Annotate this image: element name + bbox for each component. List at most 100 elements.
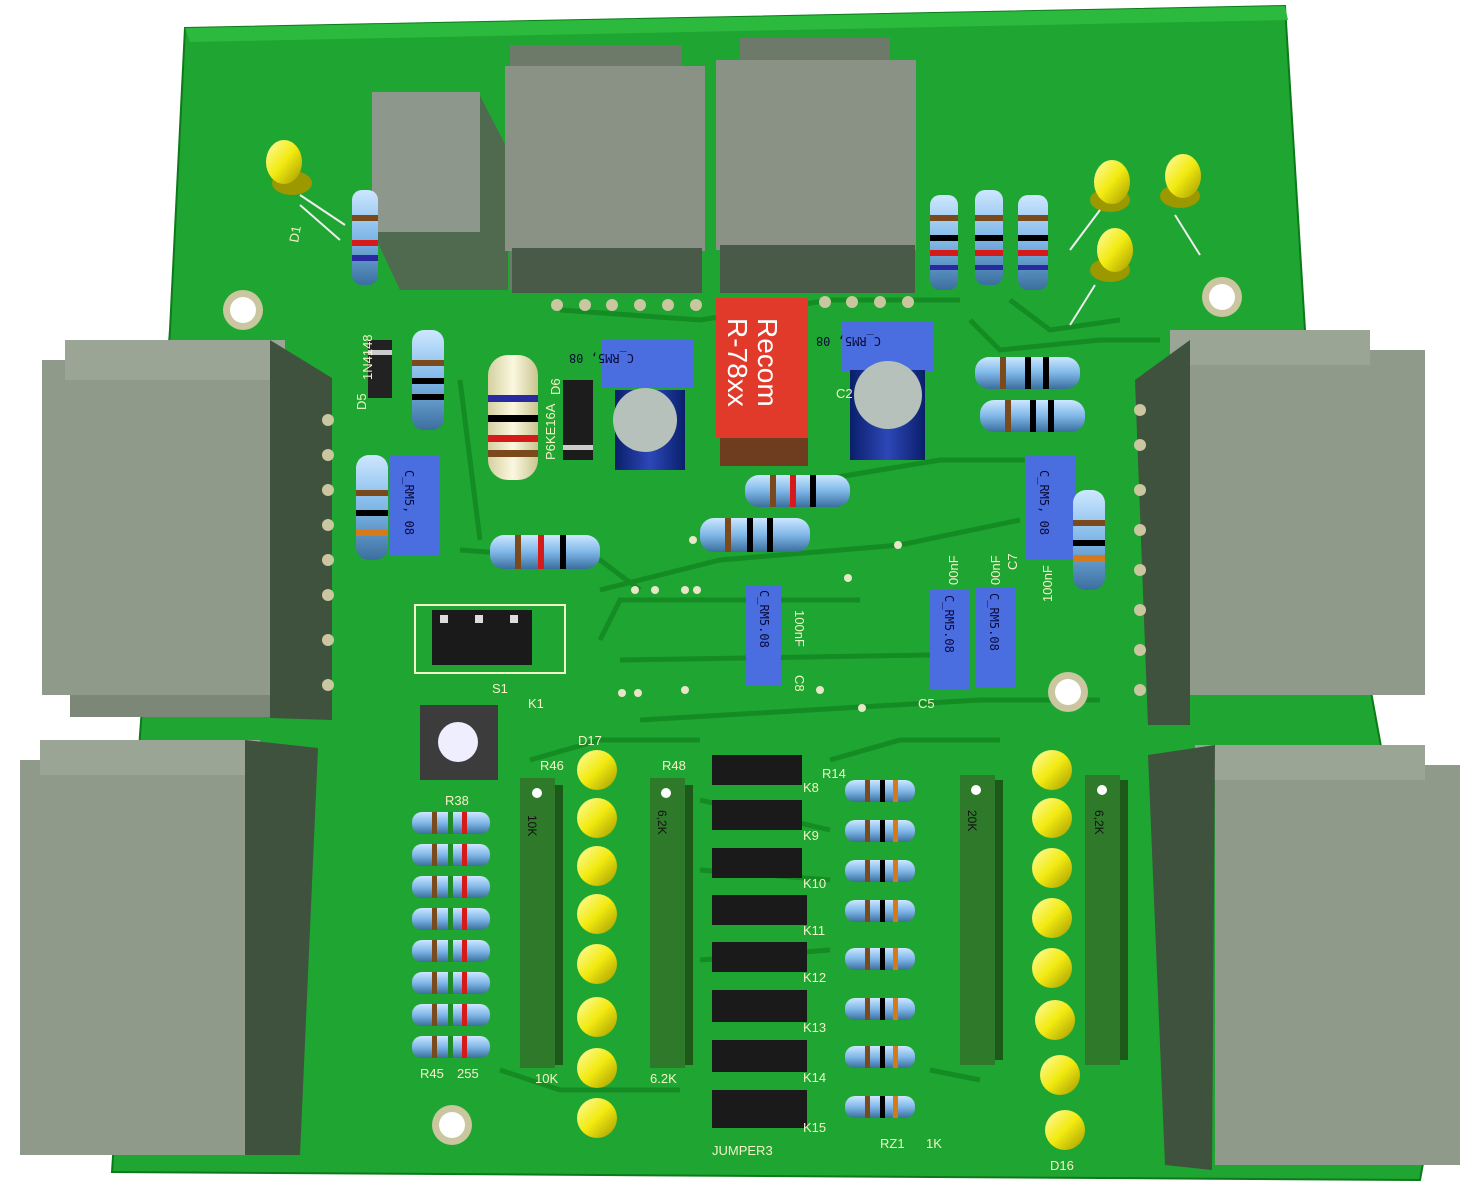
pot-value-6-2k: 6,2K: [655, 810, 669, 835]
regulator-line1: Recom: [752, 318, 783, 407]
designator-r46: R46: [540, 758, 564, 773]
resistor-icon: [1073, 490, 1105, 590]
cap-package-label: C_RM5, 08: [569, 351, 634, 365]
value-c5a: 00nF: [946, 555, 961, 585]
value-c5b: 00nF: [988, 555, 1003, 585]
cap-package-label: C_RM5, 08: [402, 470, 416, 535]
jumper-icon: [414, 604, 566, 674]
designator-k12: K12: [803, 970, 826, 985]
resistor-icon: [488, 355, 538, 480]
designator-r45: R45: [420, 1066, 444, 1081]
cap-package-label: C_RM5.08: [987, 593, 1001, 651]
designator-rz1: RZ1: [880, 1136, 905, 1151]
resistor-icon: [745, 475, 850, 507]
designator-k15: K15: [803, 1120, 826, 1135]
capacitor-icon: C_RM5.08: [975, 588, 1015, 688]
mounting-hole-icon: [223, 290, 263, 330]
designator-d17: D17: [578, 733, 602, 748]
value-d5: 1N4148: [360, 334, 375, 380]
resistor-icon: [490, 535, 600, 569]
designator-d5: D5: [354, 393, 369, 410]
resistor-array-right: [845, 780, 915, 1118]
mounting-hole-icon: [1048, 672, 1088, 712]
designator-c7: C7: [1005, 553, 1020, 570]
regulator-line2: R-78xx: [722, 318, 753, 407]
mounting-hole-icon: [432, 1105, 472, 1145]
cap-package-label: C_RM5, 08: [1037, 470, 1051, 535]
cap-package-label: C_RM5.08: [942, 595, 956, 653]
value-d6: P6KE16A: [543, 403, 558, 460]
designator-c5: C5: [918, 696, 935, 711]
potentiometer-icon: 10K: [520, 778, 563, 1068]
mounting-hole-icon: [1202, 277, 1242, 317]
value-c8: 100nF: [792, 610, 807, 647]
designator-d6: D6: [548, 378, 563, 395]
capacitor-icon: [613, 388, 685, 470]
pot-value-right-6-2k: 6,2K: [1092, 810, 1106, 835]
designator-r38: R38: [445, 793, 469, 808]
designator-r14: R14: [822, 766, 846, 781]
led-column-left: [577, 750, 617, 1138]
capacitor-icon: C_RM5, 08: [569, 340, 694, 388]
designator-k14: K14: [803, 1070, 826, 1085]
resistor-icon: [1018, 195, 1048, 290]
diode-d6: [563, 380, 593, 460]
designator-c2: C2: [836, 386, 853, 401]
resistor-array-left: [412, 812, 490, 1058]
vias: [618, 536, 902, 712]
designator-d1: D1: [286, 225, 304, 244]
potentiometer-icon: 6,2K: [650, 778, 693, 1068]
potentiometer-icon: 6,2K: [1085, 775, 1128, 1065]
connector-icon: [20, 740, 318, 1155]
pot-value-10k: 10K: [525, 815, 539, 836]
capacitor-icon: C_RM5.08: [930, 590, 970, 690]
capacitor-icon: C_RM5, 08: [390, 455, 440, 555]
copper-traces: [457, 297, 1160, 1093]
designator-k11: K11: [803, 923, 825, 938]
cap-package-label: C_RM5.08: [757, 590, 771, 648]
resistor-icon: [930, 195, 958, 290]
connector-icon: [42, 340, 332, 720]
led-icon: [1069, 228, 1133, 326]
relay-icon: [716, 38, 916, 293]
potentiometer-icon: 20K: [960, 775, 1003, 1065]
connector-icon: [1148, 745, 1460, 1170]
led-icon: [266, 140, 346, 241]
resistor-icon: [975, 357, 1080, 389]
value-r45: 255: [457, 1066, 479, 1081]
led-icon: [1160, 154, 1201, 256]
connector-icon: [1135, 330, 1425, 725]
jumper-array: [712, 755, 807, 1128]
relay-icon: [372, 92, 508, 290]
capacitor-icon: C_RM5, 08: [1025, 455, 1075, 560]
value-rz1: 1K: [926, 1136, 942, 1151]
capacitor-icon: C_RM5.08: [746, 585, 781, 685]
connector-pads: [322, 296, 1146, 696]
relay-icon: [505, 45, 705, 293]
pushbutton-icon: [420, 705, 498, 780]
resistor-icon: [356, 455, 388, 560]
designator-r48: R48: [662, 758, 686, 773]
designator-s1: S1: [492, 681, 508, 696]
designator-jumper3: JUMPER3: [712, 1143, 773, 1158]
diode-d5: [368, 340, 392, 398]
led-column-right: [1032, 750, 1085, 1150]
resistor-icon: [412, 330, 444, 430]
resistor-icon: [975, 190, 1003, 285]
designator-k8: K8: [803, 780, 819, 795]
designator-c8: C8: [792, 675, 807, 692]
capacitor-icon: [850, 361, 925, 460]
pot-value-20k: 20K: [965, 810, 979, 831]
pot-label-6-2k-bottom: 6.2K: [650, 1071, 677, 1086]
designator-k9: K9: [803, 828, 819, 843]
designator-k10: K10: [803, 876, 826, 891]
designator-k13: K13: [803, 1020, 826, 1035]
regulator-icon: Recom R-78xx: [716, 298, 808, 466]
resistor-icon: [352, 190, 378, 285]
designator-k1: K1: [528, 696, 544, 711]
led-icon: [1069, 160, 1130, 251]
designator-d16: D16: [1050, 1158, 1074, 1173]
cap-package-label: C_RM5, 08: [816, 334, 881, 348]
pot-label-10k-bottom: 10K: [535, 1071, 558, 1086]
